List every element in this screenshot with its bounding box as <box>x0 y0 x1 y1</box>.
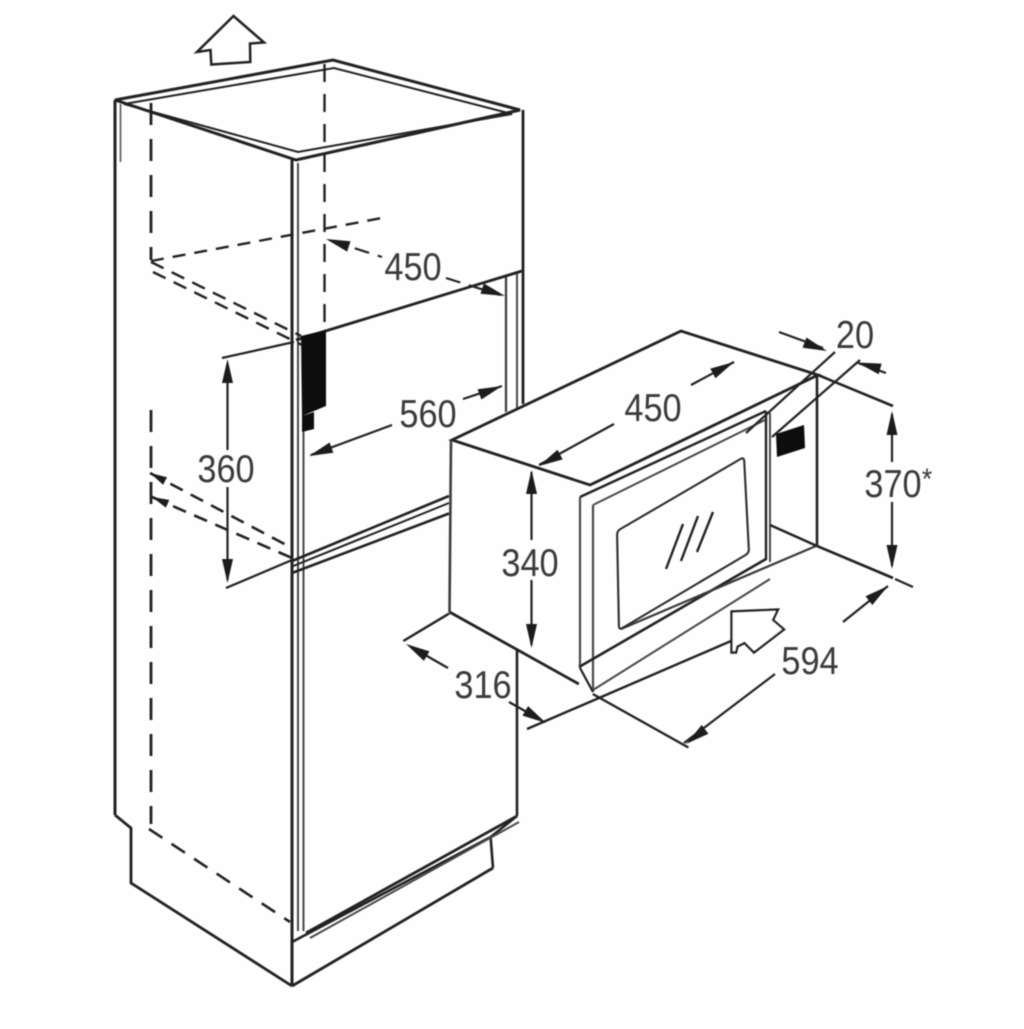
svg-text:450: 450 <box>384 245 441 289</box>
svg-text:340: 340 <box>501 541 558 585</box>
svg-text:560: 560 <box>399 392 456 436</box>
svg-text:*: * <box>922 461 932 495</box>
svg-text:594: 594 <box>781 639 838 683</box>
svg-text:360: 360 <box>197 447 254 491</box>
svg-text:316: 316 <box>454 663 511 707</box>
svg-text:20: 20 <box>836 313 874 357</box>
svg-text:450: 450 <box>624 386 681 430</box>
svg-text:370: 370 <box>864 462 921 506</box>
